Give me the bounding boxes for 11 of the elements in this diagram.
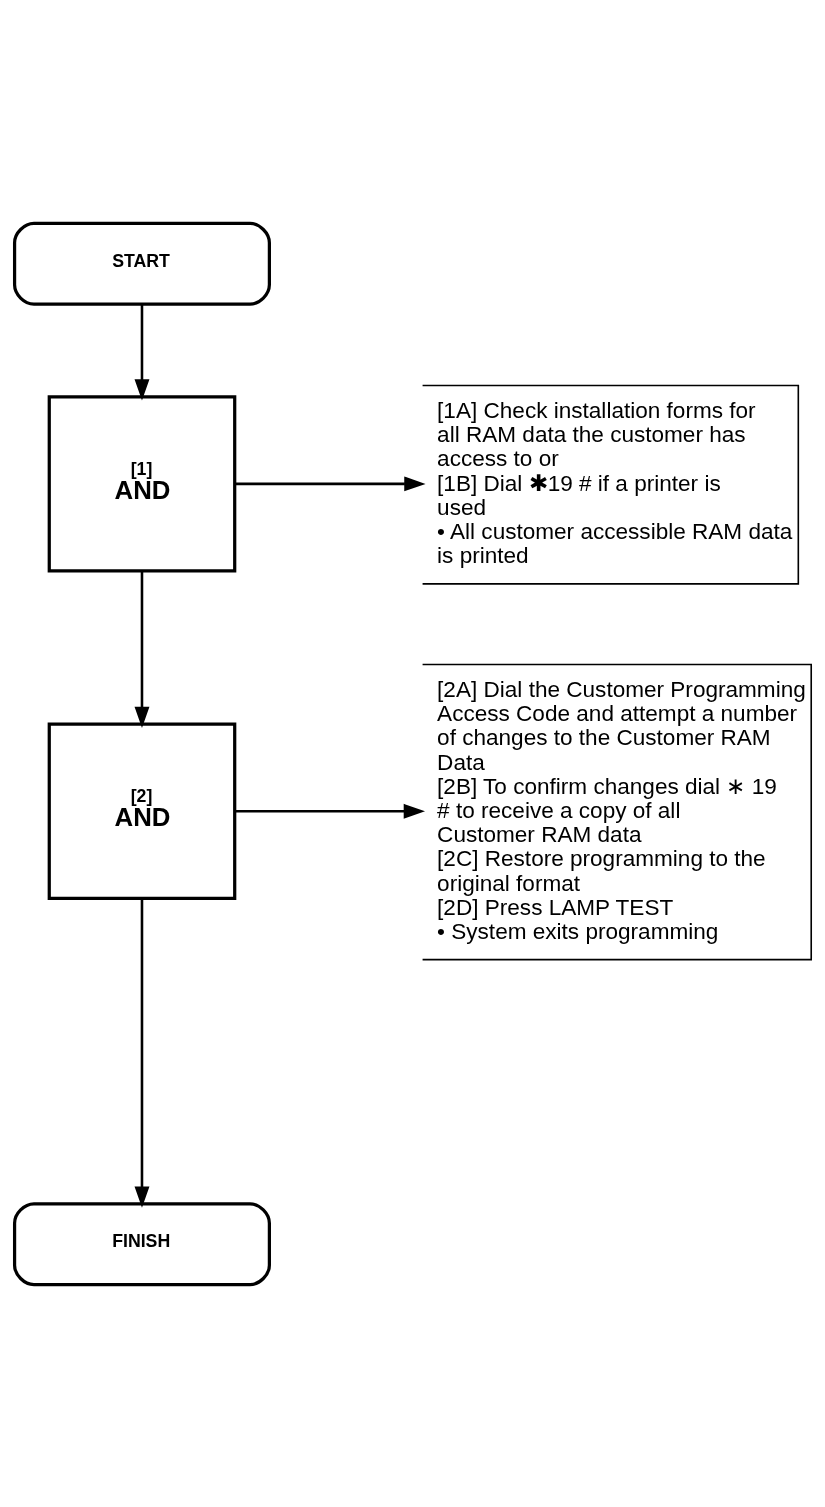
- arrow: [134, 898, 150, 1208]
- node-box: START: [12, 221, 271, 306]
- node-box: [1] AND: [47, 394, 237, 573]
- arrow: [235, 803, 425, 819]
- arrow: [235, 475, 426, 491]
- node-text: [2A] Dial the Customer Programming Access Code and attempt a number of changes to the Customer RAM Data [2B] To confirm changes dial ∗ 19 # to receive a copy of all Customer RAM data [2C] Restore programming to the original format [2D] Press LAMP TEST • System exits programming: [437, 676, 806, 944]
- arrow: [134, 570, 150, 728]
- node-text: [1A] Check installation forms for all RAM data the customer has access to or [1B] Dial ✱19 # if a printer is used • All customer accessible RAM data is printed: [437, 397, 793, 568]
- arrow: [134, 303, 150, 401]
- node-box: [2] AND: [47, 722, 237, 900]
- node-box: FINISH: [12, 1201, 271, 1286]
